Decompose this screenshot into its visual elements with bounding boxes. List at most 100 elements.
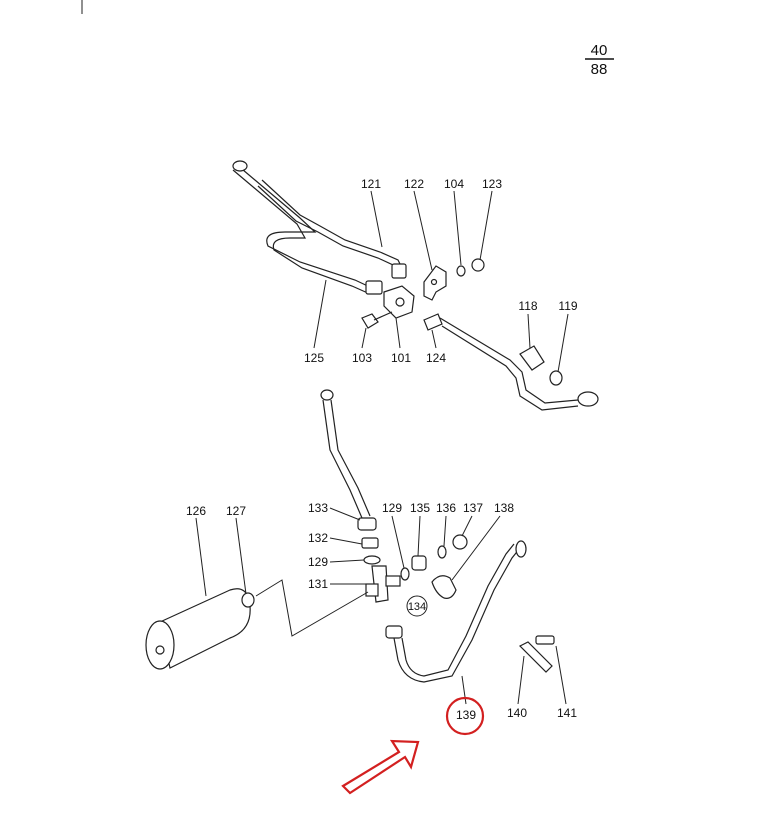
filter-126-end — [145, 620, 175, 670]
callout-140: 140 — [507, 706, 527, 720]
upper-leader-lines — [313, 190, 569, 373]
callout-131: 131 — [308, 577, 328, 591]
leader-104 — [453, 190, 462, 266]
hose-139-end-fitting — [515, 540, 527, 558]
callout-122: 122 — [404, 177, 424, 191]
callout-119: 119 — [558, 299, 577, 313]
pipe-133 — [322, 399, 363, 519]
callout-135: 135 — [410, 501, 430, 515]
callout-137: 137 — [463, 501, 483, 515]
filter-126-outlet — [155, 645, 165, 655]
callout-141: 141 — [557, 706, 577, 720]
pipe-125-end-fitting — [232, 160, 248, 172]
leader-139 — [461, 675, 467, 705]
pipe-133-end-fitting — [320, 389, 334, 401]
nut-123 — [471, 258, 485, 272]
hose-139 — [393, 547, 521, 683]
callout-124: 124 — [426, 351, 446, 365]
callout-126: 126 — [186, 504, 206, 518]
distributor-port — [395, 297, 405, 307]
union-135 — [411, 555, 427, 571]
callout-136: 136 — [436, 501, 456, 515]
callout-labels: 121 122 104 123 118 119 125 103 101 124 … — [186, 177, 578, 722]
page-number-top: 40 — [591, 42, 608, 59]
highlight-arrow — [341, 739, 420, 795]
clip-138 — [431, 575, 457, 599]
callout-134-circle — [406, 595, 428, 617]
nut-121 — [391, 263, 407, 279]
callout-127: 127 — [226, 504, 246, 518]
pipe-125-edge — [232, 169, 371, 295]
callout-121: 121 — [361, 177, 381, 191]
pipe-133-edge — [330, 399, 371, 517]
nut-125 — [365, 280, 383, 295]
tee-side-port — [365, 583, 379, 597]
upper-assembly — [232, 160, 599, 411]
callout-132: 132 — [308, 531, 328, 545]
highlight-annotation — [341, 696, 485, 795]
leader-137 — [461, 515, 473, 537]
callout-103: 103 — [352, 351, 372, 365]
bolt-103-shank — [373, 311, 393, 321]
filter-to-tee-link — [255, 579, 369, 637]
leader-101 — [395, 317, 401, 349]
bracket-hole — [430, 278, 438, 286]
leader-138 — [451, 515, 501, 581]
pipe-124-edge — [441, 325, 579, 411]
leader-125 — [313, 279, 327, 349]
callout-104: 104 — [444, 177, 464, 191]
leader-135 — [417, 515, 421, 557]
callout-101: 101 — [391, 351, 411, 365]
leader-129-right — [391, 515, 405, 569]
callout-138: 138 — [494, 501, 514, 515]
leader-118 — [527, 313, 531, 349]
pipe-121-edge — [257, 185, 397, 273]
leader-126 — [195, 517, 207, 597]
callout-123: 123 — [482, 177, 502, 191]
pipe-125 — [235, 163, 373, 289]
washer-104 — [456, 265, 466, 277]
leader-103 — [361, 327, 367, 349]
nut-133 — [357, 517, 377, 531]
key-140 — [518, 641, 553, 673]
callout-129-right: 129 — [382, 501, 402, 515]
callout-129-left: 129 — [308, 555, 328, 569]
leader-133 — [329, 507, 361, 521]
nut-127 — [241, 592, 255, 608]
callout-139: 139 — [456, 708, 476, 722]
leader-136 — [443, 515, 447, 547]
leader-127 — [235, 517, 247, 595]
washer-136 — [437, 545, 447, 559]
union-124 — [423, 313, 443, 331]
leader-140 — [517, 655, 525, 705]
leader-129-left — [329, 559, 365, 563]
washer-129-right — [400, 567, 410, 581]
lower-leader-lines — [195, 507, 567, 705]
nut-137 — [452, 534, 468, 550]
leader-122 — [413, 190, 433, 271]
callout-125: 125 — [304, 351, 324, 365]
leader-123 — [479, 190, 493, 261]
page-number: 40 88 — [585, 42, 614, 78]
callout-133: 133 — [308, 501, 328, 515]
pipe-121 — [261, 179, 403, 269]
leader-121 — [370, 190, 383, 248]
washer-129-left — [363, 555, 381, 565]
callout-118: 118 — [518, 299, 537, 313]
banjo-bolt-118 — [519, 345, 545, 371]
bolt-103-head — [361, 313, 379, 329]
hose-139-edge — [401, 543, 515, 677]
highlight-circle-139 — [445, 696, 485, 736]
leader-124 — [431, 329, 437, 349]
filter-126-body — [159, 588, 251, 669]
leader-132 — [329, 537, 363, 545]
leader-119 — [557, 313, 569, 373]
leader-141 — [555, 645, 567, 705]
pipe-124 — [439, 317, 579, 404]
lower-assembly — [145, 389, 555, 683]
pin-141 — [535, 635, 555, 645]
fitting-132 — [361, 537, 379, 549]
page-number-bottom: 88 — [591, 61, 608, 78]
